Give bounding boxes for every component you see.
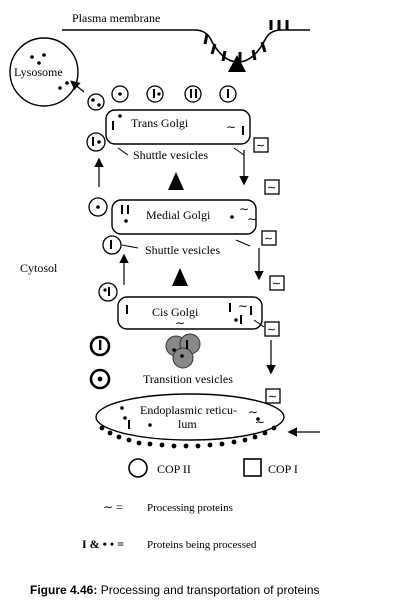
svg-text:∼: ∼ <box>267 324 276 336</box>
transition-vesicles-label: Transition vesicles <box>143 372 233 386</box>
cytosol-label: Cytosol <box>20 261 58 275</box>
svg-text:∼: ∼ <box>268 391 277 403</box>
shuttle-vesicles-2: Shuttle vesicles ∼ <box>102 230 277 257</box>
figure-caption: Figure 4.46: Processing and transportati… <box>30 583 320 597</box>
processed-proteins-label: Proteins being processed <box>147 539 257 551</box>
lysosome-label: Lysosome <box>14 65 63 79</box>
er-label-line2: lum <box>178 417 197 431</box>
shuttle-vesicles-1: Shuttle vesicles ∼ <box>86 132 269 162</box>
svg-text:∼: ∼ <box>267 182 276 194</box>
svg-text:∼: ∼ <box>175 316 185 330</box>
shuttle-vesicles-label-1: Shuttle vesicles <box>133 148 208 162</box>
cis-golgi: Cis Golgi ∼ ∼ ∼ <box>98 282 280 337</box>
processing-symbol: ∼ <box>226 120 236 134</box>
transition-vesicle-cluster <box>165 333 201 369</box>
shuttle-vesicles-label-2: Shuttle vesicles <box>145 243 220 257</box>
processed-symbol-legend: I & • • = <box>82 537 124 551</box>
trans-golgi-label: Trans Golgi <box>131 116 189 130</box>
processing-symbol-legend: ∼ = <box>103 500 123 514</box>
cop2-legend-icon <box>128 458 148 478</box>
processing-proteins-label: Processing proteins <box>147 502 233 514</box>
cop2-vesicles <box>89 335 111 390</box>
svg-text:∼: ∼ <box>264 233 273 245</box>
medial-golgi-label: Medial Golgi <box>146 208 211 222</box>
medial-golgi: Medial Golgi ∼ ∼ <box>88 197 257 235</box>
svg-text:∼: ∼ <box>239 202 249 216</box>
cop2-legend-label: COP II <box>157 462 191 476</box>
svg-text:∼: ∼ <box>247 212 257 226</box>
svg-text:∼: ∼ <box>256 140 265 152</box>
cis-golgi-label: Cis Golgi <box>152 305 199 319</box>
cop1-legend-label: COP I <box>268 462 298 476</box>
trans-exit-vesicles <box>87 85 237 111</box>
svg-text:∼: ∼ <box>255 415 265 429</box>
cop1-legend-icon <box>243 458 262 477</box>
plasma-membrane: Plasma membrane <box>62 11 310 72</box>
svg-text:∼: ∼ <box>272 278 281 290</box>
svg-text:∼: ∼ <box>248 405 258 419</box>
legend: COP II COP I ∼ = Processing proteins I &… <box>82 458 298 551</box>
plasma-membrane-label: Plasma membrane <box>72 11 160 25</box>
er-label-line1: Endoplasmic reticu- <box>140 403 237 417</box>
trans-golgi: Trans Golgi ∼ <box>105 109 251 145</box>
endoplasmic-reticulum: Endoplasmic reticu- lum ∼ ∼ <box>95 393 320 449</box>
svg-text:∼: ∼ <box>238 299 248 313</box>
lysosome: Lysosome <box>9 37 79 107</box>
